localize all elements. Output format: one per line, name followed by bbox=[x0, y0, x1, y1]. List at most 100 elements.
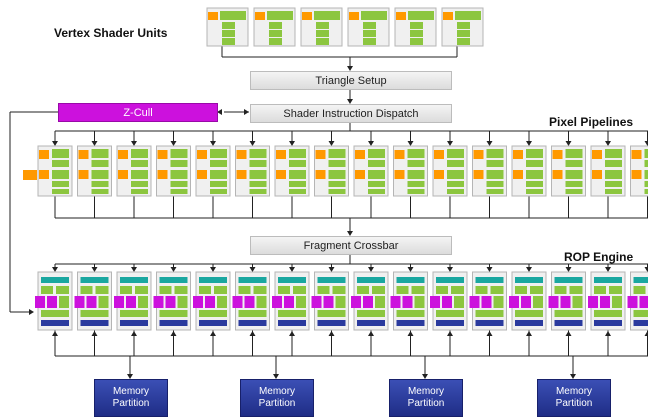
green-block bbox=[52, 160, 69, 167]
magenta-block bbox=[560, 296, 571, 308]
arrowhead bbox=[565, 331, 572, 336]
rop-unit bbox=[509, 271, 547, 331]
rop-unit bbox=[35, 271, 73, 331]
pixel-input-tab bbox=[23, 170, 37, 180]
green-block bbox=[454, 296, 464, 308]
orange-block bbox=[513, 150, 523, 159]
magenta-block bbox=[442, 296, 452, 308]
green-block bbox=[138, 296, 148, 308]
orange-block bbox=[443, 12, 453, 20]
green-block bbox=[91, 181, 109, 187]
vertex-shader-units-label: Vertex Shader Units bbox=[54, 26, 168, 40]
arrowhead bbox=[368, 331, 374, 336]
green-block bbox=[594, 310, 622, 317]
teal-block bbox=[436, 277, 464, 283]
arrowhead bbox=[289, 267, 295, 272]
arrowhead bbox=[347, 99, 353, 104]
pixel-pipeline-unit bbox=[353, 145, 389, 197]
memory-partition-label-line2: Partition bbox=[407, 398, 445, 409]
memory-partition-label-line2: Partition bbox=[112, 398, 150, 409]
green-block bbox=[210, 149, 227, 158]
orange-block bbox=[315, 170, 326, 179]
green-block bbox=[455, 11, 481, 20]
memory-partition-label-line2: Partition bbox=[555, 398, 593, 409]
pixel-pipeline-unit bbox=[274, 145, 310, 197]
z-cull-block: Z-Cull bbox=[58, 103, 218, 122]
green-block bbox=[490, 286, 504, 294]
teal-block bbox=[80, 277, 109, 283]
green-block bbox=[565, 149, 583, 158]
arrowhead bbox=[447, 267, 453, 272]
green-block bbox=[253, 286, 267, 294]
pixel-pipeline-unit bbox=[77, 145, 112, 197]
navy-block bbox=[396, 320, 425, 326]
magenta-block bbox=[165, 296, 176, 308]
green-block bbox=[170, 181, 188, 187]
arrowhead bbox=[486, 141, 493, 146]
green-block bbox=[644, 170, 648, 179]
green-block bbox=[316, 22, 329, 29]
green-block bbox=[447, 149, 464, 158]
green-block bbox=[41, 310, 69, 317]
arrowhead bbox=[605, 267, 611, 272]
green-block bbox=[526, 149, 543, 158]
arrowhead bbox=[131, 141, 137, 146]
vertex-shader-unit bbox=[347, 7, 390, 47]
green-block bbox=[565, 181, 583, 187]
green-block bbox=[238, 286, 251, 294]
green-block bbox=[210, 170, 227, 179]
magenta-block bbox=[74, 296, 85, 308]
green-block bbox=[98, 296, 109, 308]
orange-block bbox=[315, 150, 326, 159]
rop-unit bbox=[390, 271, 428, 331]
magenta-block bbox=[521, 296, 531, 308]
green-block bbox=[357, 310, 385, 317]
orange-block bbox=[434, 150, 444, 159]
orange-block bbox=[255, 12, 265, 20]
magenta-block bbox=[548, 296, 559, 308]
orange-block bbox=[39, 170, 49, 179]
arrowhead bbox=[526, 331, 532, 336]
memory-partition-label-line1: Memory bbox=[258, 386, 296, 397]
green-block bbox=[605, 170, 622, 179]
green-block bbox=[56, 286, 69, 294]
teal-block bbox=[199, 277, 227, 283]
green-block bbox=[217, 296, 227, 308]
green-block bbox=[565, 189, 583, 194]
rop-unit bbox=[588, 271, 626, 331]
green-block bbox=[447, 189, 464, 194]
green-block bbox=[289, 160, 306, 167]
orange-block bbox=[236, 170, 247, 179]
arrowhead bbox=[368, 141, 374, 146]
green-block bbox=[249, 149, 267, 158]
orange-block bbox=[118, 170, 128, 179]
magenta-block bbox=[588, 296, 598, 308]
green-block bbox=[269, 30, 282, 37]
pixel-pipeline-unit bbox=[511, 145, 547, 197]
green-block bbox=[249, 181, 267, 187]
green-block bbox=[363, 30, 376, 37]
arrowhead bbox=[565, 141, 572, 146]
green-block bbox=[407, 181, 425, 187]
green-block bbox=[414, 296, 425, 308]
green-block bbox=[475, 310, 504, 317]
green-block bbox=[210, 181, 227, 187]
green-block bbox=[267, 11, 293, 20]
green-block bbox=[407, 189, 425, 194]
orange-block bbox=[276, 150, 286, 159]
orange-block bbox=[302, 12, 312, 20]
teal-block bbox=[41, 277, 69, 283]
green-block bbox=[572, 296, 583, 308]
green-block bbox=[633, 286, 646, 294]
orange-block bbox=[396, 12, 406, 20]
arrowhead bbox=[486, 331, 493, 336]
orange-block bbox=[394, 170, 405, 179]
magenta-block bbox=[153, 296, 164, 308]
green-block bbox=[314, 11, 340, 20]
green-block bbox=[644, 160, 648, 167]
magenta-block bbox=[390, 296, 401, 308]
green-block bbox=[80, 310, 109, 317]
pixel-pipeline-unit bbox=[472, 145, 507, 197]
green-block bbox=[131, 149, 148, 158]
arrowhead bbox=[328, 141, 335, 146]
